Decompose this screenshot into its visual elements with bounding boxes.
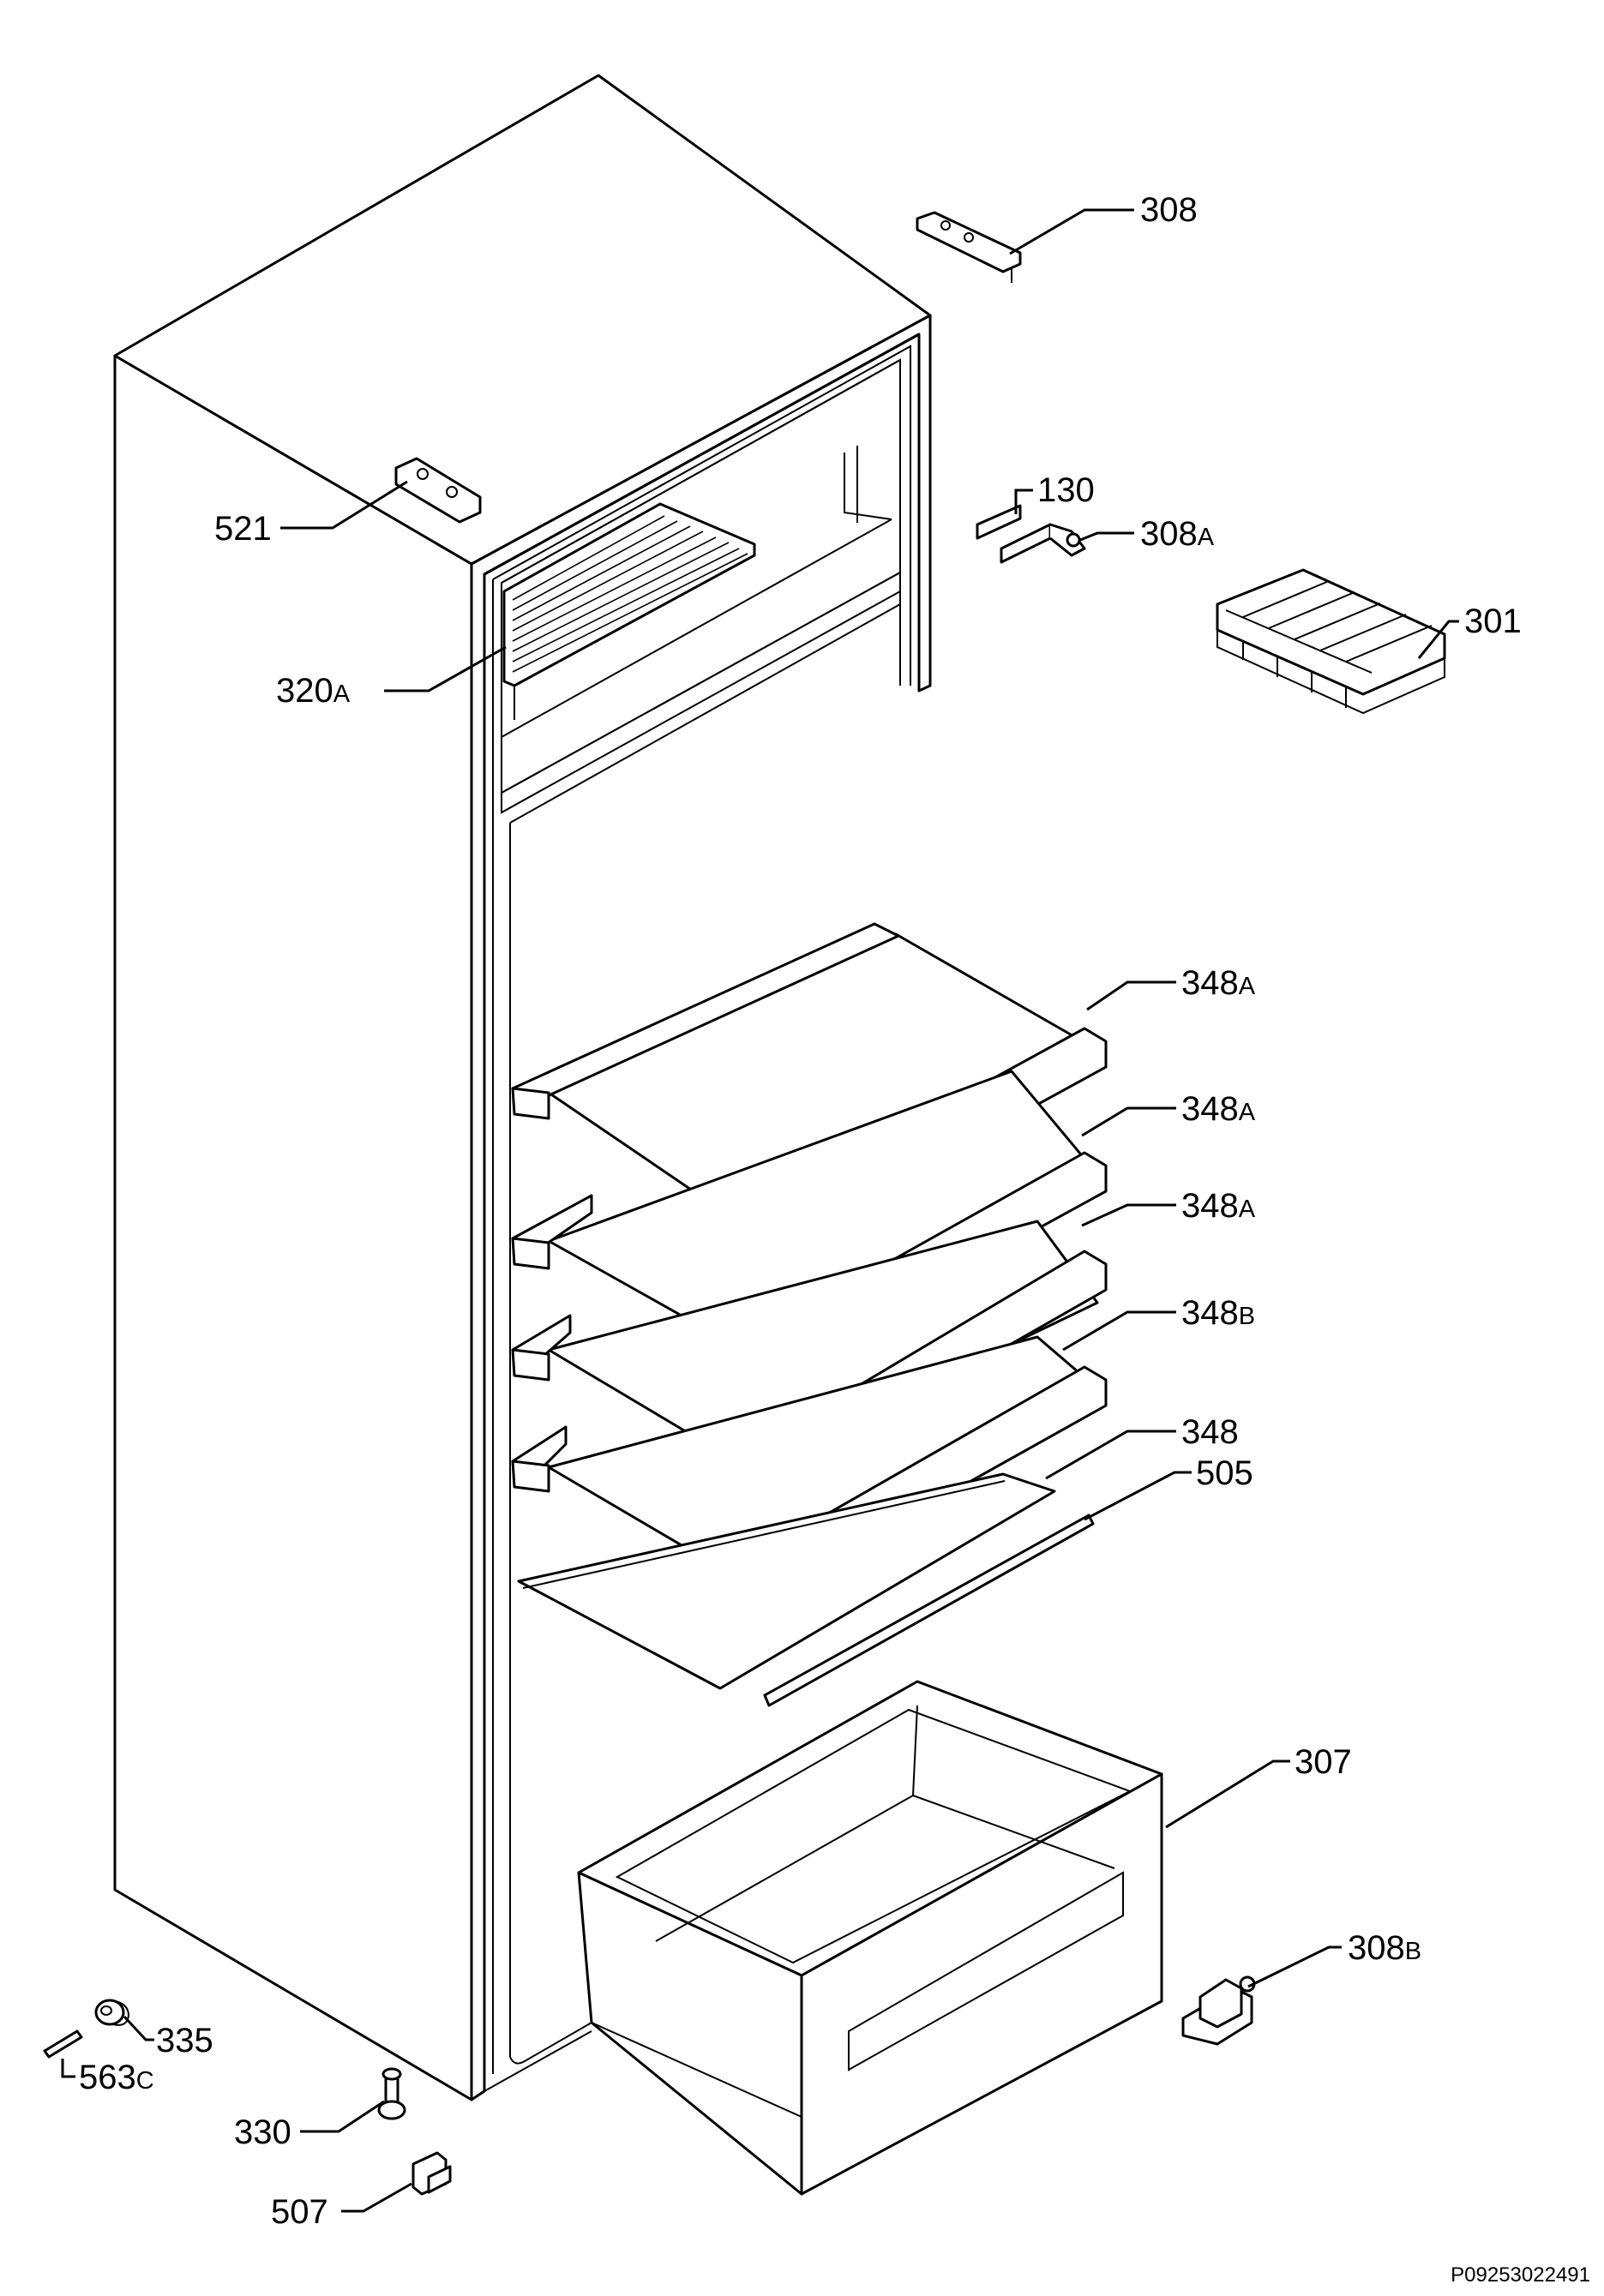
drawing-code: P09253022491 <box>1451 2263 1590 2287</box>
callout-348A-2: 348A <box>1181 1090 1256 1128</box>
callout-330: 330 <box>234 2113 291 2151</box>
callout-348A-3: 348A <box>1181 1187 1256 1225</box>
callout-335: 335 <box>156 2022 213 2059</box>
callout-507: 507 <box>271 2193 328 2231</box>
callout-301: 301 <box>1464 602 1522 640</box>
hinge-pin-308 <box>916 211 1022 283</box>
callout-348B: 348B <box>1181 1294 1255 1332</box>
callout-521: 521 <box>214 510 272 548</box>
callout-320A: 320A <box>276 672 351 710</box>
leader-lines <box>61 208 1459 2213</box>
callout-130: 130 <box>1037 471 1095 509</box>
callout-563C: 563C <box>79 2059 154 2096</box>
callout-labels: 308 130 308A 301 521 320A 348A 348A 348A… <box>79 191 1522 2231</box>
foot-335 <box>94 1999 130 2026</box>
callout-505: 505 <box>1196 1454 1253 1492</box>
evaporator-plate <box>502 502 756 720</box>
glass-shelf-348 <box>517 1472 1056 1690</box>
callout-348: 348 <box>1181 1413 1239 1451</box>
hinge-308A <box>1049 523 1086 557</box>
callout-308B: 308B <box>1348 1929 1421 1967</box>
hinge-308B <box>1181 1975 1256 2046</box>
ice-cube-tray-301 <box>1216 568 1446 715</box>
screw-330 <box>377 2067 406 2120</box>
shelf-trim-505 <box>763 1514 1095 1707</box>
callout-308A: 308A <box>1140 515 1215 553</box>
callout-307: 307 <box>1295 1743 1352 1781</box>
bracket-130 <box>976 504 1052 564</box>
crisper-drawer-307 <box>577 1680 1163 2196</box>
top-hinge-plate-521 <box>394 457 482 524</box>
refrigerator-cabinet <box>113 74 932 2101</box>
callout-308: 308 <box>1140 191 1198 229</box>
pin-563C <box>43 2029 83 2059</box>
clip-507 <box>412 2151 452 2196</box>
callout-348A-1: 348A <box>1181 964 1256 1002</box>
